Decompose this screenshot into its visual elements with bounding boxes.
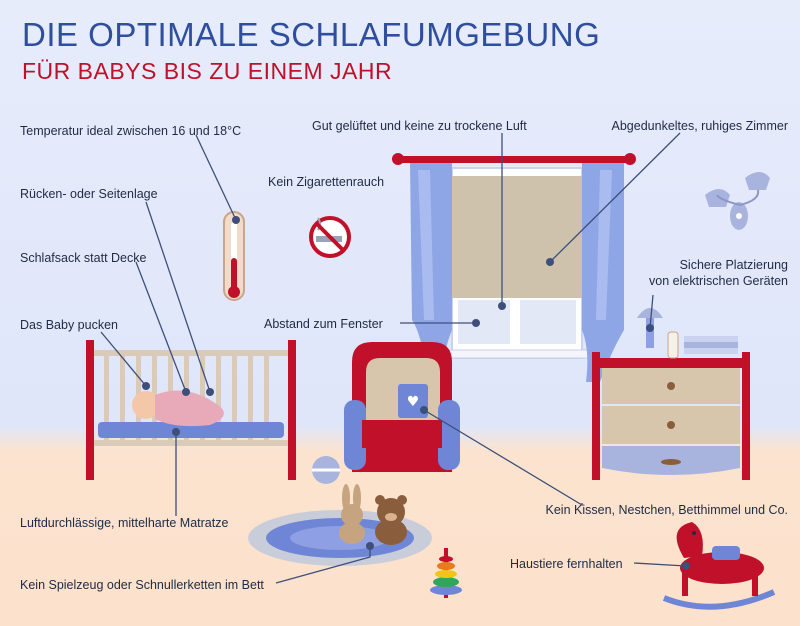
label-ventilation: Gut gelüftet und keine zu trockene Luft bbox=[312, 119, 527, 133]
label-pets: Haustiere fernhalten bbox=[510, 557, 623, 571]
dresser bbox=[592, 308, 750, 480]
label-no-toys: Kein Spielzeug oder Schnullerketten im B… bbox=[20, 578, 264, 592]
label-no-smoke: Kein Zigarettenrauch bbox=[268, 175, 385, 189]
label-electrical-line1: Sichere Platzierung bbox=[679, 258, 788, 272]
wall-lamp-icon bbox=[705, 172, 770, 230]
baby bbox=[132, 391, 160, 419]
roller-blind bbox=[452, 176, 582, 298]
label-mattress: Luftdurchlässige, mittelharte Matratze bbox=[20, 516, 229, 530]
armchair: ♥ bbox=[344, 342, 460, 472]
stacking-ring-toy bbox=[430, 548, 462, 598]
page-subtitle: FÜR BABYS BIS ZU EINEM JAHR bbox=[22, 58, 393, 84]
label-position: Rücken- oder Seitenlage bbox=[20, 187, 158, 201]
label-no-pillows: Kein Kissen, Nestchen, Betthimmel und Co… bbox=[545, 503, 788, 517]
label-electrical-line2: von elektrischen Geräten bbox=[649, 274, 788, 288]
label-temperature: Temperatur ideal zwischen 16 und 18°C bbox=[20, 124, 242, 138]
label-sleeping-bag: Schlafsack statt Decke bbox=[20, 251, 147, 265]
thermometer-icon bbox=[223, 211, 245, 301]
bunny bbox=[339, 484, 365, 544]
label-window-distance: Abstand zum Fenster bbox=[264, 317, 383, 331]
rocking-horse bbox=[662, 522, 776, 610]
svg-text:♥: ♥ bbox=[407, 394, 420, 410]
label-swaddle: Das Baby pucken bbox=[20, 318, 118, 332]
label-darkened-room: Abgedunkeltes, ruhiges Zimmer bbox=[611, 119, 788, 133]
teddy-bear bbox=[375, 495, 407, 545]
mattress bbox=[98, 422, 284, 438]
sleeping-bag bbox=[155, 390, 224, 427]
crib bbox=[86, 340, 296, 480]
no-smoking-icon bbox=[309, 216, 351, 258]
window bbox=[419, 167, 611, 359]
curtain-rod bbox=[398, 156, 630, 163]
leader-dots bbox=[142, 216, 690, 570]
page-title: DIE OPTIMALE SCHLAFUMGEBUNG bbox=[22, 16, 601, 53]
